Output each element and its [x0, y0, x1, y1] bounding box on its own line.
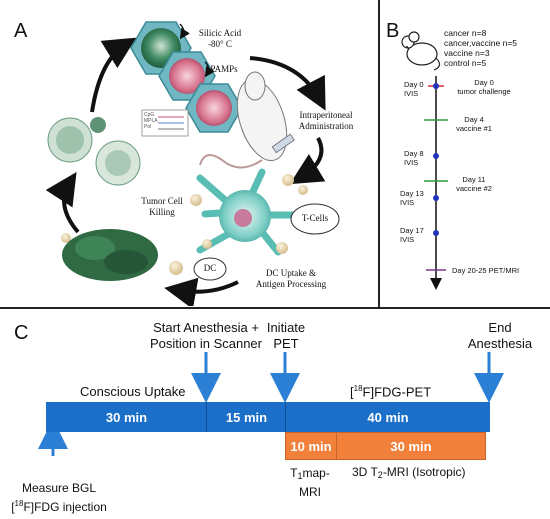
silicic-label: Silicic Acid -80° C	[198, 28, 242, 49]
measure-bgl-line2: [18F]FDG injection	[4, 496, 114, 515]
bar-15min-positioning: 15 min	[206, 402, 286, 432]
t1-map-pre: T	[290, 466, 298, 480]
conscious-uptake-label: Conscious Uptake	[80, 384, 186, 399]
event-day11-vaccine: Day 11 vaccine #2	[456, 175, 492, 193]
ip-administration-label: Intraperitoneal Administration	[298, 110, 354, 131]
t1-map-sub: 1	[297, 471, 303, 481]
group-control: control n=5	[444, 58, 487, 68]
hexagon-pamps-2	[185, 83, 243, 133]
mini-legend-labels: CpG MPLA Pol	[144, 112, 158, 130]
fdg-pet-isotope: 18	[353, 384, 363, 393]
t2-mri-pre: 3D T	[352, 465, 378, 479]
mouse-icon	[401, 31, 441, 71]
dot-day0-ivis	[433, 83, 439, 89]
dot-day17-ivis	[433, 230, 439, 236]
group-cancer: cancer n=8	[444, 28, 487, 38]
fdg-injection-isotope: 18	[14, 499, 24, 508]
panel-a-illustration	[45, 21, 340, 306]
bar-10min-t1map: 10 min	[285, 432, 337, 460]
timeline-svg	[424, 76, 448, 290]
measure-bgl-label: Measure BGL [18F]FDG injection	[4, 480, 114, 515]
fdg-injection-rest: F]FDG injection	[23, 500, 107, 514]
panel-a-letter: A	[14, 20, 28, 42]
t1-map-post: map-	[302, 466, 330, 480]
group-vaccine: vaccine n=3	[444, 48, 490, 58]
dendritic-cell	[196, 168, 299, 256]
adjuvant-beads	[61, 174, 308, 275]
label-initiate-pet: Initiate PET	[266, 320, 306, 351]
horizontal-divider	[0, 307, 550, 309]
event-day4-vaccine: Day 4 vaccine #1	[456, 115, 492, 133]
mouse-illustration	[199, 71, 295, 169]
vertical-divider	[378, 0, 380, 308]
event-day20-petmri: Day 20-25 PET/MRI	[452, 266, 520, 275]
event-day0-ivis: Day 0 IVIS	[404, 80, 424, 98]
t2-mri-sub: 2	[377, 470, 383, 480]
group-cancer-vaccine: cancer,vaccine n=5	[444, 38, 518, 48]
mini-legend-pol: Pol	[144, 124, 152, 130]
dot-day13-ivis	[433, 195, 439, 201]
dot-day8-ivis	[433, 153, 439, 159]
panel-b-letter: B	[386, 20, 400, 42]
dc-uptake-label: DC Uptake & Antigen Processing	[255, 268, 327, 289]
t1-map-line2: MRI	[299, 485, 321, 499]
tumor-killing-label: Tumor Cell Killing	[141, 196, 183, 217]
t-cells-label: T-Cells	[301, 213, 329, 223]
measure-bgl-line1: Measure BGL	[21, 481, 97, 495]
fdg-injection-open: [	[11, 500, 15, 514]
fdg-pet-label: [18F]FDG-PET	[350, 384, 431, 399]
t2-mri-label: 3D T2-MRI (Isotropic)	[352, 465, 465, 480]
tumor-mass	[62, 229, 158, 281]
label-start-anesthesia: Start Anesthesia + Position in Scanner	[149, 320, 262, 351]
event-day17-ivis: Day 17 IVIS	[400, 226, 424, 244]
bar-30min-t2mri: 30 min	[336, 432, 486, 460]
t2-mri-post: -MRI (Isotropic)	[382, 465, 466, 479]
bar-40min-pet: 40 min	[285, 402, 490, 432]
group-list: cancer n=8 cancer,vaccine n=5 vaccine n=…	[444, 28, 517, 68]
mini-legend-cpg: CpG	[144, 112, 155, 118]
t1-map-mri-label: T1map- MRI	[282, 465, 338, 500]
fdg-pet-rest: F]FDG-PET	[362, 384, 432, 400]
panel-c-arrows	[38, 352, 504, 456]
dc-label: DC	[203, 263, 217, 273]
event-day0-challenge: Day 0 tumor challenge	[457, 78, 511, 96]
mini-legend-mpla: MPLA	[144, 118, 158, 124]
dying-tumor-cells	[47, 117, 141, 186]
event-day8-ivis: Day 8 IVIS	[404, 149, 424, 167]
pamps-label: PAMPs	[210, 64, 238, 74]
mini-legend-box	[141, 109, 189, 137]
bar-30min-uptake: 30 min	[46, 402, 207, 432]
label-end-anesthesia: End Anesthesia	[467, 320, 533, 351]
event-day13-ivis: Day 13 IVIS	[400, 189, 424, 207]
panel-c-letter: C	[14, 322, 29, 344]
fdg-pet-open: [	[350, 384, 354, 400]
